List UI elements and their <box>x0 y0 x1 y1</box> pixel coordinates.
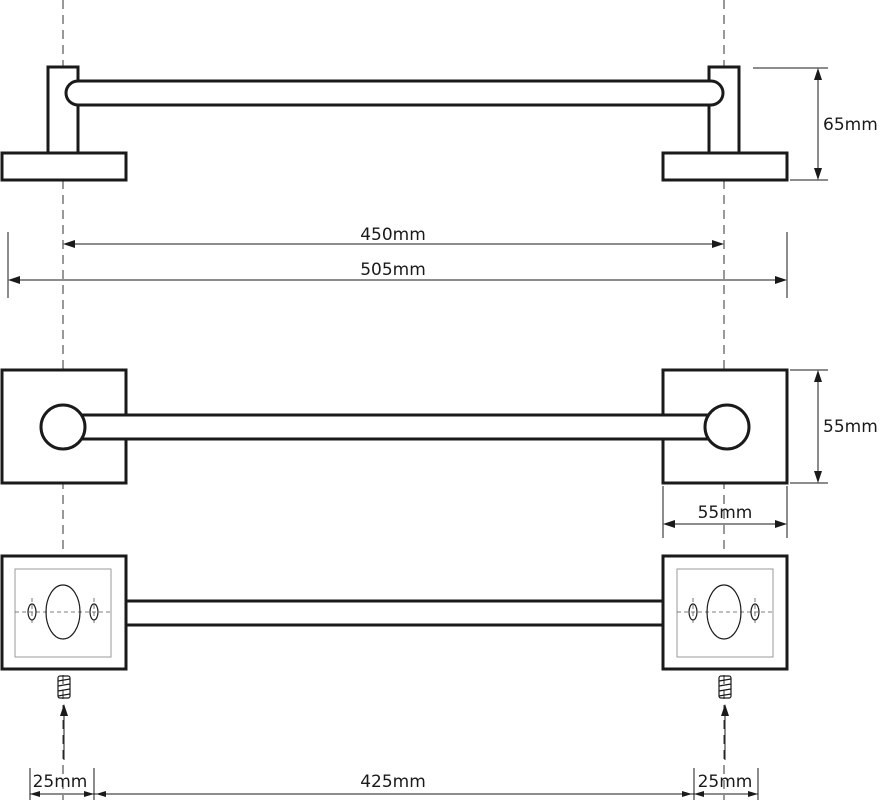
mount-left-bracket <box>0 554 128 671</box>
right-set-screw-icon <box>718 675 732 699</box>
side-bar <box>64 79 725 107</box>
dim-front-height: 55mm <box>790 369 878 484</box>
bar-centers-label: 450mm <box>360 225 426 245</box>
front-left-end-cap <box>39 403 87 451</box>
dim-side-height: 65mm <box>753 67 878 181</box>
dim-overall-length: 505mm <box>7 232 788 298</box>
mount-span-label: 425mm <box>360 772 426 792</box>
front-view <box>0 368 789 485</box>
base-width-label: 55mm <box>698 503 753 523</box>
right-insert-arrow-icon <box>721 704 729 760</box>
mount-right-center-hole <box>706 584 742 640</box>
left-offset-label: 25mm <box>33 772 88 792</box>
front-height-label: 55mm <box>823 417 878 437</box>
side-left-post <box>46 65 80 155</box>
side-view <box>0 65 789 182</box>
side-height-label: 65mm <box>823 115 878 135</box>
front-bar <box>78 413 712 441</box>
dim-bar-centers: 450mm <box>63 225 724 248</box>
mounting-view <box>0 554 789 760</box>
left-set-screw-icon <box>57 675 71 699</box>
side-left-base <box>0 151 128 182</box>
dim-bottom-chain: 25mm 425mm 25mm <box>29 768 759 800</box>
left-insert-arrow-icon <box>60 704 68 760</box>
overall-length-label: 505mm <box>360 260 426 280</box>
mount-right-bracket <box>661 554 789 671</box>
mount-bar <box>124 599 665 627</box>
front-right-end-cap <box>703 403 751 451</box>
mount-left-center-hole <box>45 584 81 640</box>
side-right-base <box>661 151 789 182</box>
dim-base-width: 55mm <box>662 486 788 538</box>
right-offset-label: 25mm <box>698 772 753 792</box>
mount-left-plate <box>14 568 112 658</box>
